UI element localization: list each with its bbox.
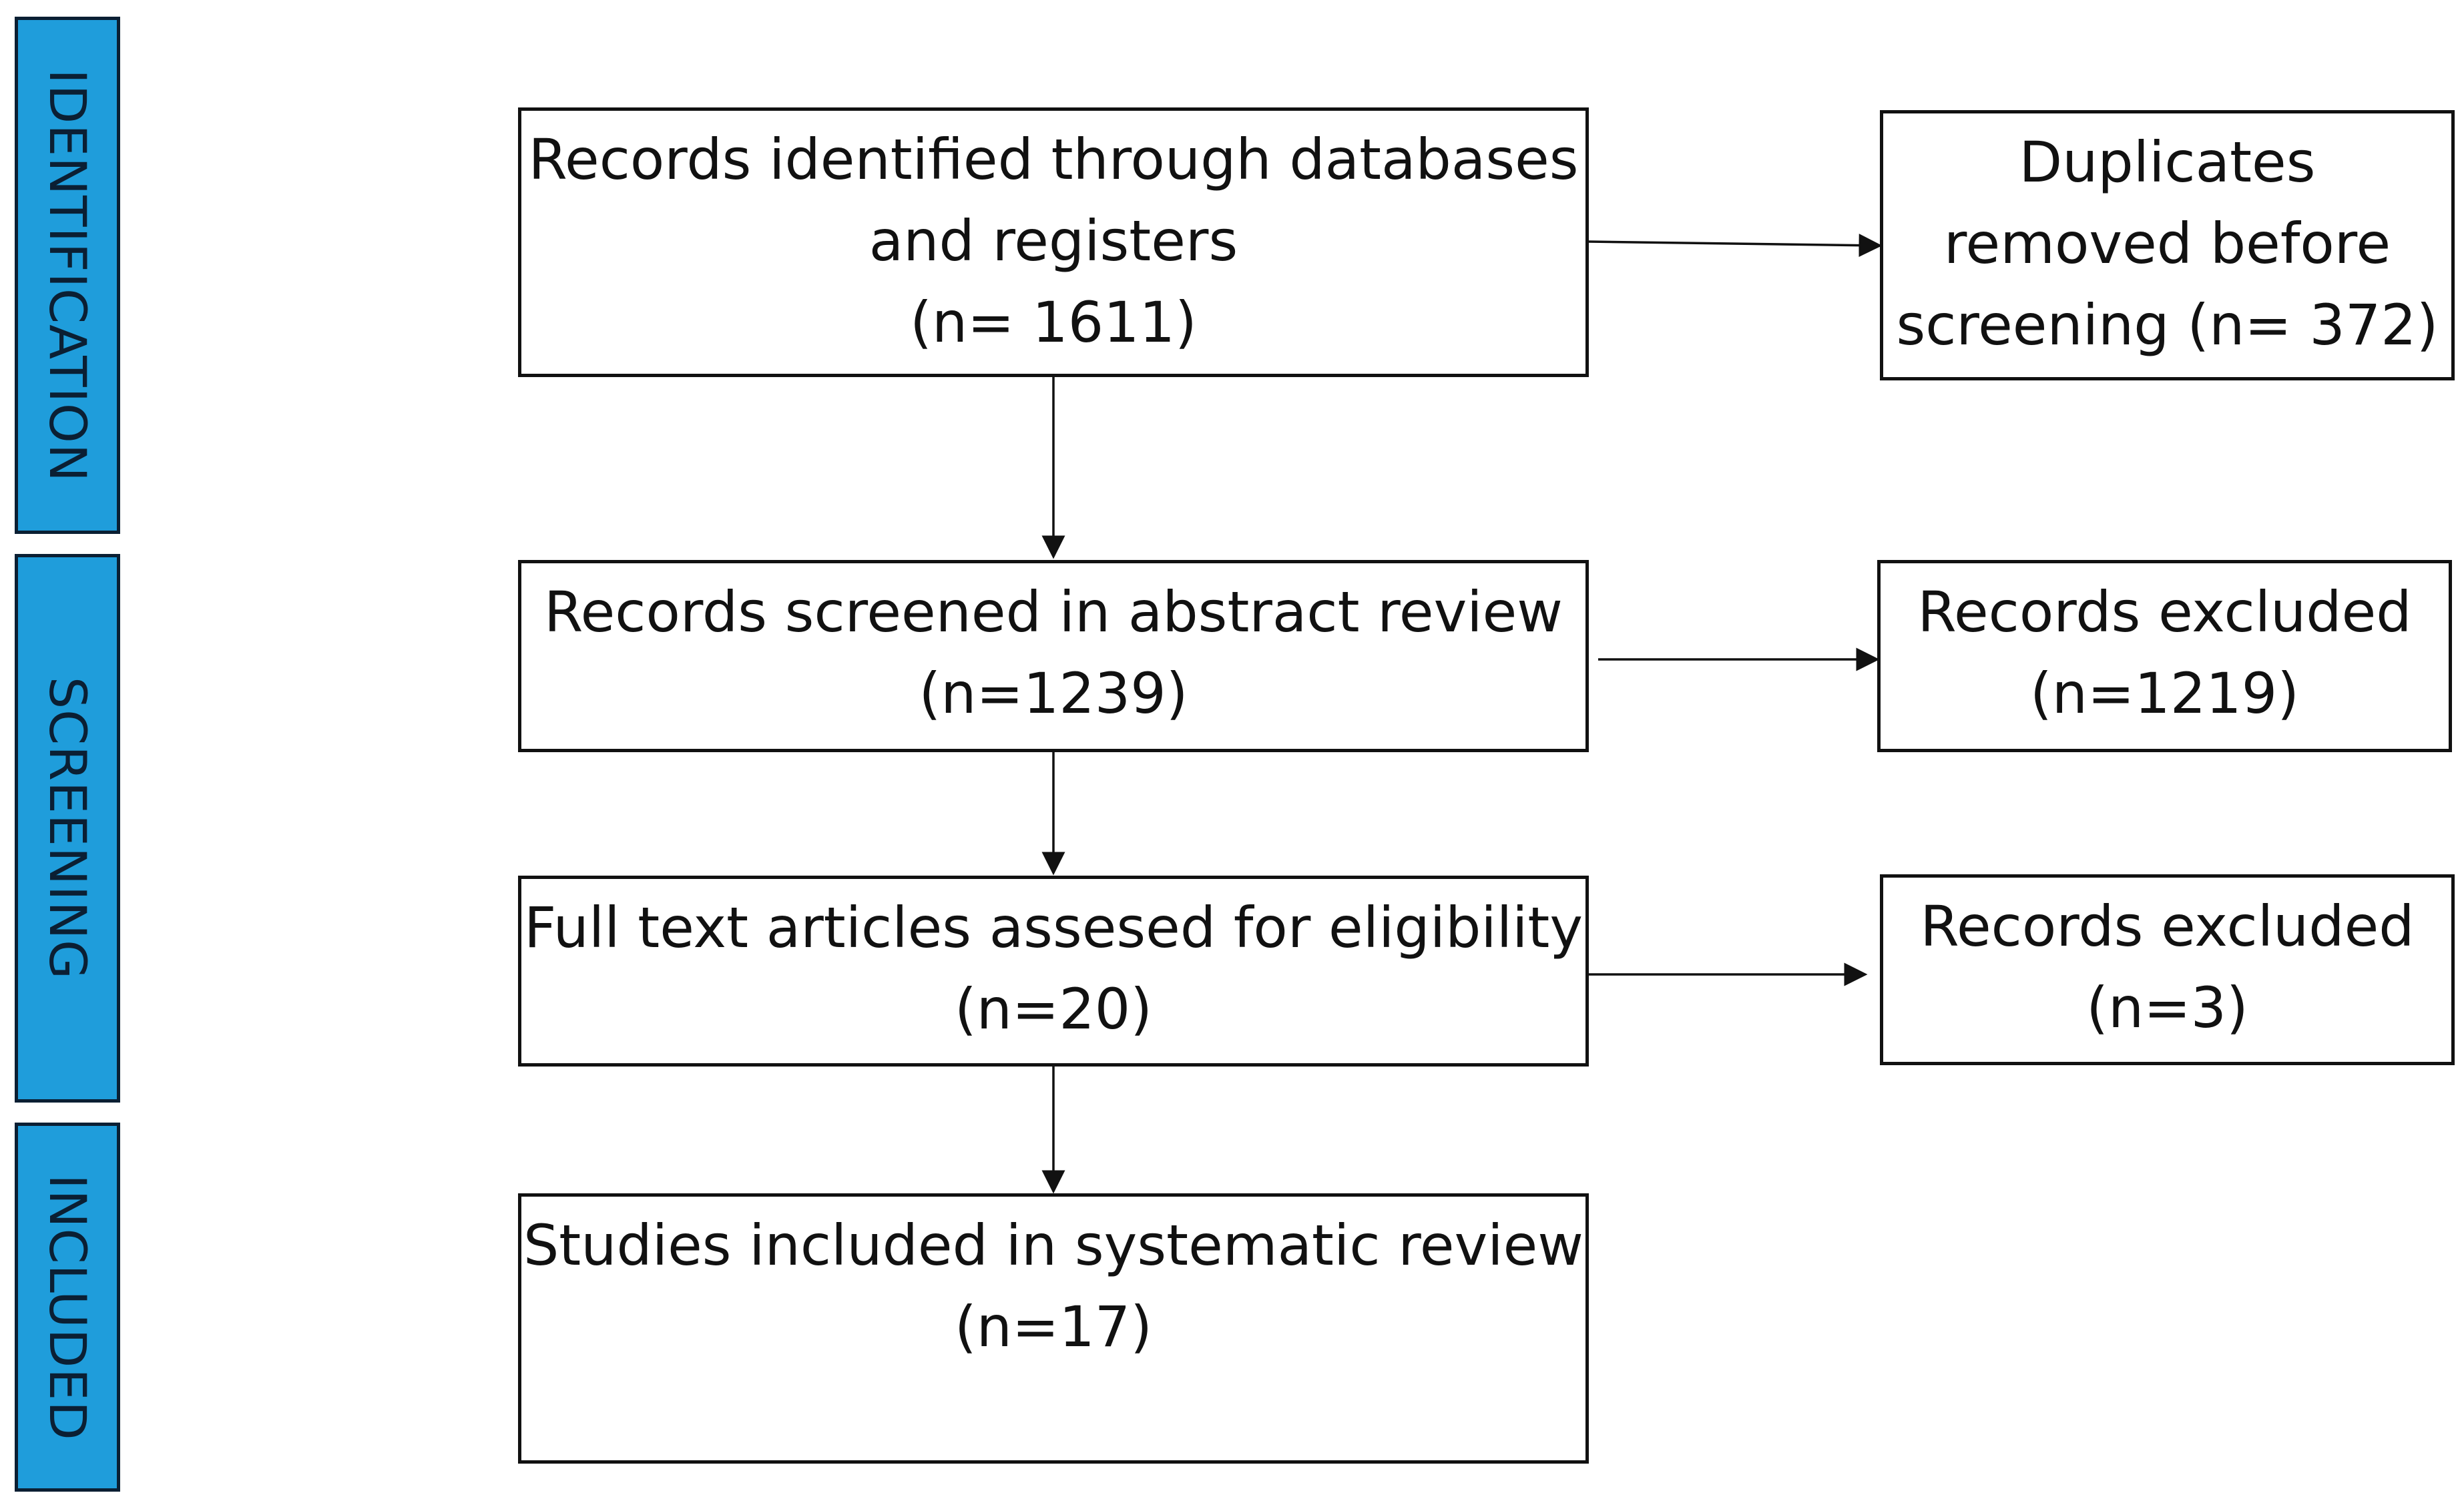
box-records-excluded-fulltext-count: (n=3) — [2086, 975, 2248, 1040]
phase-screening: SCREENING — [15, 554, 120, 1103]
box-records-excluded-screening-count: (n=1219) — [2030, 661, 2299, 726]
box-fulltext-assessed-line1: Full text articles assesed for eligibili… — [523, 895, 1583, 960]
box-records-screened-count: (n=1239) — [919, 661, 1188, 726]
box-records-identified-line1: Records identified through databases — [528, 127, 1579, 192]
box-fulltext-assessed-count: (n=20) — [954, 976, 1153, 1042]
box-duplicates-removed-line2: removed before — [1943, 211, 2391, 276]
box-records-excluded-screening: Records excluded (n=1219) — [1877, 560, 2452, 752]
box-records-excluded-screening-line1: Records excluded — [1917, 579, 2412, 645]
phase-identification: IDENTIFICATION — [15, 17, 120, 534]
box-records-excluded-fulltext: Records excluded (n=3) — [1880, 874, 2455, 1065]
box-records-identified-line2: and registers — [869, 208, 1238, 274]
arrow-identified-to-duplicates — [1588, 234, 1883, 258]
box-fulltext-assessed: Full text articles assesed for eligibili… — [518, 876, 1589, 1067]
box-studies-included-count: (n=17) — [954, 1294, 1153, 1360]
box-records-identified: Records identified through databases and… — [518, 107, 1589, 377]
box-duplicates-removed-line1: Duplicates — [2019, 129, 2316, 195]
box-duplicates-removed-line3: screening (n= 372) — [1896, 292, 2439, 358]
box-records-screened: Records screened in abstract review (n=1… — [518, 560, 1589, 752]
box-records-screened-line1: Records screened in abstract review — [543, 579, 1563, 645]
box-duplicates-removed: Duplicates removed before screening (n= … — [1880, 110, 2455, 380]
box-studies-included-line1: Studies included in systematic review — [523, 1213, 1584, 1278]
box-records-identified-count: (n= 1611) — [910, 290, 1197, 355]
box-records-excluded-fulltext-line1: Records excluded — [1920, 894, 2415, 959]
phase-included: INCLUDED — [15, 1123, 120, 1492]
box-studies-included: Studies included in systematic review (n… — [518, 1193, 1589, 1464]
